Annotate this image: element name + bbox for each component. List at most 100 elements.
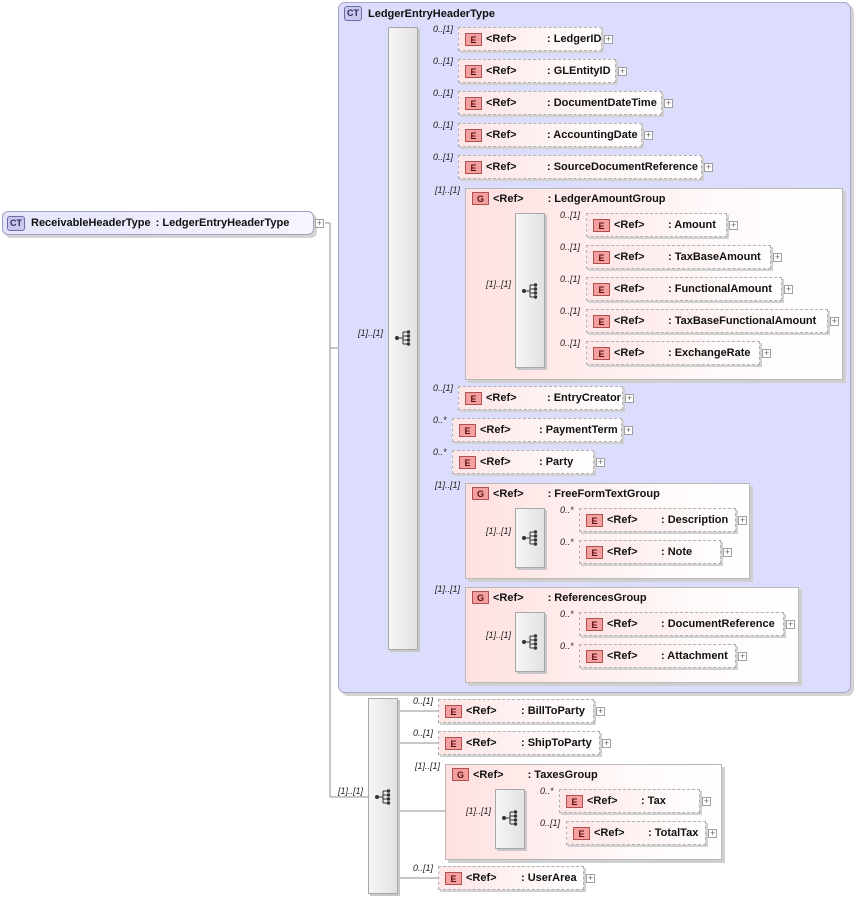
ref-label: <Ref>: [486, 161, 517, 173]
element-box[interactable]: E<Ref>: PaymentTerm: [452, 418, 622, 442]
element-icon: E: [465, 64, 482, 78]
element-icon: E: [593, 250, 610, 264]
element-box[interactable]: E<Ref>: ShipToParty: [438, 731, 600, 755]
cardinality-label: 0..*: [433, 415, 447, 425]
element-box[interactable]: E<Ref>: TotalTax: [566, 821, 706, 845]
element-icon: E: [445, 736, 462, 750]
group-icon: G: [452, 768, 469, 781]
ref-label: <Ref>: [587, 795, 618, 807]
element-icon: E: [465, 128, 482, 142]
element-box[interactable]: E<Ref>: BillToParty: [438, 699, 594, 723]
element-box[interactable]: E<Ref>: Note: [579, 540, 721, 564]
element-box[interactable]: E<Ref>: DocumentReference: [579, 612, 784, 636]
element-box[interactable]: E<Ref>: SourceDocumentReference: [458, 155, 702, 179]
expand-icon[interactable]: +: [596, 706, 605, 716]
cardinality-label: 0..[1]: [413, 728, 434, 738]
element-name: : UserArea: [521, 872, 577, 884]
element-name: : TaxBaseFunctionalAmount: [668, 315, 817, 327]
expand-icon[interactable]: +: [738, 515, 747, 525]
expand-icon[interactable]: +: [625, 393, 634, 403]
complex-type-header: CT LedgerEntryHeaderType: [344, 6, 495, 21]
ref-label: <Ref>: [607, 514, 638, 526]
cardinality-label: 0..[1]: [433, 56, 454, 66]
element-icon: E: [593, 314, 610, 328]
cardinality-label: 0..*: [560, 641, 574, 651]
element-icon: E: [586, 513, 603, 527]
cardinality-label: 0..*: [560, 505, 574, 515]
group-name: : LedgerAmountGroup: [547, 192, 666, 205]
root-base-type: : LedgerEntryHeaderType: [155, 217, 290, 229]
cardinality-label: [1]..[1]: [435, 584, 461, 594]
expand-icon[interactable]: +: [762, 348, 771, 358]
complex-type-title: LedgerEntryHeaderType: [368, 7, 495, 20]
element-box[interactable]: E<Ref>: Tax: [559, 789, 700, 813]
expand-icon[interactable]: +: [784, 284, 793, 294]
group-name: : ReferencesGroup: [547, 591, 647, 604]
ref-label: <Ref>: [607, 650, 638, 662]
complex-type-icon: CT: [344, 6, 362, 21]
expand-icon[interactable]: +: [708, 828, 717, 838]
element-name: : DocumentReference: [661, 618, 775, 630]
element-icon: E: [445, 871, 462, 885]
element-icon: E: [459, 455, 476, 469]
cardinality-label: 0..[1]: [413, 863, 434, 873]
cardinality-label: [1]..[1]: [338, 786, 364, 796]
cardinality-label: 0..*: [433, 447, 447, 457]
element-name: : Description: [661, 514, 729, 526]
expand-icon[interactable]: +: [830, 316, 839, 326]
element-name: : ExchangeRate: [668, 347, 751, 359]
expand-icon[interactable]: +: [702, 796, 711, 806]
cardinality-label: [1]..[1]: [466, 806, 492, 816]
element-name: : Attachment: [661, 650, 728, 662]
element-box[interactable]: E<Ref>: Party: [452, 450, 594, 474]
group-header: G<Ref>: FreeFormTextGroup: [466, 487, 660, 500]
expand-icon[interactable]: +: [596, 457, 605, 467]
cardinality-label: 0..*: [540, 786, 554, 796]
expand-icon[interactable]: +: [315, 218, 324, 228]
expand-icon[interactable]: +: [773, 252, 782, 262]
cardinality-label: 0..*: [560, 609, 574, 619]
group-icon: G: [472, 591, 489, 604]
ref-label: <Ref>: [594, 827, 625, 839]
sequence-icon: [502, 810, 518, 826]
element-box[interactable]: E <Ref> : Description: [579, 508, 736, 532]
element-name: : EntryCreator: [547, 392, 621, 404]
expand-icon[interactable]: +: [602, 738, 611, 748]
complex-type-icon: CT: [7, 215, 25, 231]
element-box[interactable]: E <Ref> : GLEntityID: [458, 59, 616, 83]
element-icon: E: [593, 346, 610, 360]
element-box[interactable]: E<Ref>: DocumentDateTime: [458, 91, 662, 115]
expand-icon[interactable]: +: [618, 66, 627, 76]
expand-icon[interactable]: +: [729, 220, 738, 230]
element-box[interactable]: E<Ref>: TaxBaseFunctionalAmount: [586, 309, 828, 333]
element-box[interactable]: E<Ref>: Amount: [586, 213, 727, 237]
ref-label: <Ref>: [486, 129, 517, 141]
element-box[interactable]: E <Ref> : Attachment: [579, 644, 736, 668]
expand-icon[interactable]: +: [586, 873, 595, 883]
expand-icon[interactable]: +: [704, 162, 713, 172]
element-box[interactable]: E<Ref>: AccountingDate: [458, 123, 642, 147]
expand-icon[interactable]: +: [723, 547, 732, 557]
element-name: : ShipToParty: [521, 737, 592, 749]
ref-label: <Ref>: [480, 456, 511, 468]
expand-icon[interactable]: +: [664, 98, 673, 108]
element-icon: E: [445, 704, 462, 718]
expand-icon[interactable]: +: [738, 651, 747, 661]
element-box[interactable]: E<Ref>: FunctionalAmount: [586, 277, 782, 301]
element-box[interactable]: E<Ref>: TaxBaseAmount: [586, 245, 771, 269]
expand-icon[interactable]: +: [624, 425, 633, 435]
group-header: G<Ref>: ReferencesGroup: [466, 591, 647, 604]
element-box[interactable]: E<Ref>: UserArea: [438, 866, 584, 890]
element-icon: E: [586, 649, 603, 663]
element-icon: E: [465, 32, 482, 46]
element-box[interactable]: E<Ref>: ExchangeRate: [586, 341, 760, 365]
element-box[interactable]: E<Ref>: EntryCreator: [458, 386, 623, 410]
expand-icon[interactable]: +: [786, 619, 795, 629]
ref-label: <Ref>: [486, 65, 517, 77]
element-box[interactable]: E<Ref>: LedgerID: [458, 27, 602, 51]
expand-icon[interactable]: +: [604, 34, 613, 44]
expand-icon[interactable]: +: [644, 130, 653, 140]
element-name: : GLEntityID: [547, 65, 611, 77]
ref-label: <Ref>: [493, 192, 524, 205]
